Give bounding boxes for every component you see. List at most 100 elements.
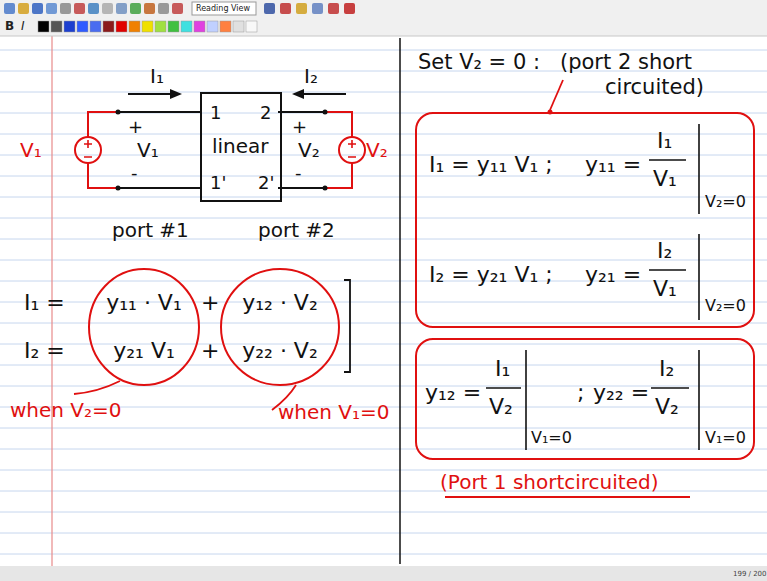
italic-button: I xyxy=(21,19,25,33)
fraction-bar xyxy=(649,159,686,161)
ruled-line xyxy=(0,428,767,429)
toolbar-icon xyxy=(4,3,15,14)
condition-note: (Port 1 shortcircuited) xyxy=(440,470,659,494)
result-box: y₁₂ =I₁V₂V₁=0;y₂₂ =I₂V₂V₁=0 xyxy=(415,338,755,460)
color-swatch xyxy=(194,21,205,32)
toolbar-icon xyxy=(312,3,323,14)
port-label: port #2 xyxy=(258,218,335,242)
toolbar-icon xyxy=(296,3,307,14)
toolbar-icon xyxy=(102,3,113,14)
formula-text: V₁ xyxy=(653,166,677,192)
ruled-line xyxy=(0,365,767,366)
polarity-marks xyxy=(84,140,92,157)
arrow-head xyxy=(292,89,304,99)
formula-text: V₂ xyxy=(489,394,513,420)
ruled-lines xyxy=(0,50,767,554)
color-swatch xyxy=(142,21,153,32)
terminal-label: 1 xyxy=(210,102,221,124)
color-swatch xyxy=(64,21,75,32)
ruled-line xyxy=(0,323,767,324)
status-bar xyxy=(0,566,767,581)
formula-text: V₂=0 xyxy=(705,192,746,211)
result-box: I₁ = y₁₁ V₁ ; y₁₁ = I₁ V₁ V₂=0 I₂ = y₂₁ V₁ ; y… xyxy=(415,112,755,328)
evaluation-bar xyxy=(698,234,700,320)
terminal-label: linear xyxy=(212,134,269,158)
toolbar-icon xyxy=(88,3,99,14)
fraction-bar xyxy=(486,387,521,389)
formula-text: ; xyxy=(577,380,584,406)
polarity-sign: + xyxy=(128,116,143,138)
equation-term: y₂₂ · V₂ xyxy=(242,338,318,364)
current-label: I₂ xyxy=(304,64,318,88)
port-label: port #1 xyxy=(112,218,189,242)
current-arrow xyxy=(128,93,172,95)
voltage-source-symbol xyxy=(339,137,365,163)
condition-note: when V₂=0 xyxy=(10,398,122,422)
term-group-ellipse: y₁₁ · V₁y₂₁ V₁ xyxy=(88,268,200,386)
formula-text: I₂ xyxy=(659,356,674,382)
color-swatch xyxy=(233,21,244,32)
color-swatch xyxy=(220,21,231,32)
formula-text: y₂₁ = xyxy=(585,262,641,288)
equation-term: y₁₁ · V₁ xyxy=(106,290,182,316)
port-wire xyxy=(118,112,200,188)
ruled-line xyxy=(0,386,767,387)
color-swatch xyxy=(38,21,49,32)
polarity-sign: - xyxy=(131,162,138,184)
toolbar-edge xyxy=(0,36,767,37)
toolbar-icon xyxy=(264,3,275,14)
ruled-line xyxy=(0,449,767,450)
formula-text: I₁ xyxy=(495,356,510,382)
polarity-marks xyxy=(348,140,356,157)
ruled-line xyxy=(0,197,767,198)
evaluation-bar xyxy=(698,124,700,214)
formula-text: y₂₂ = xyxy=(593,380,649,406)
formula-text: V₁ xyxy=(653,276,677,302)
port-wire xyxy=(278,112,325,188)
page-number: 199 / 200 xyxy=(733,570,767,578)
formula-text: V₁=0 xyxy=(705,428,746,447)
terminal-dot xyxy=(116,110,121,115)
equation-term: y₁₂ · V₂ xyxy=(242,290,318,316)
color-swatch xyxy=(181,21,192,32)
polarity-sign: + xyxy=(292,116,307,138)
toolbar-icon xyxy=(74,3,85,14)
toolbar-icon xyxy=(18,3,29,14)
equation-term: I₁ = xyxy=(24,290,65,316)
toolbar-icon xyxy=(280,3,291,14)
formula-text: I₁ = y₁₁ V₁ ; xyxy=(429,152,553,178)
ellipse-outline xyxy=(88,268,200,386)
ruled-line xyxy=(0,533,767,534)
current-arrow xyxy=(302,93,346,95)
toolbar xyxy=(0,0,767,36)
formula-text: I₁ xyxy=(657,128,672,154)
ruled-line xyxy=(0,260,767,261)
formula-text: y₁₁ = xyxy=(585,152,641,178)
view-dropdown xyxy=(192,2,256,15)
evaluation-bar xyxy=(698,350,700,450)
port-voltage-label: V₁ xyxy=(137,138,159,162)
terminal-label: 2' xyxy=(258,172,274,194)
condition-note: when V₁=0 xyxy=(278,400,390,424)
divider-line xyxy=(399,38,401,564)
ruled-line xyxy=(0,281,767,282)
source-wire xyxy=(88,112,118,188)
polarity-sign: - xyxy=(295,162,302,184)
ruled-line xyxy=(0,176,767,177)
formula-text: V₁=0 xyxy=(531,428,572,447)
formula-text: I₂ = y₂₁ V₁ ; xyxy=(429,262,553,288)
toolbar-ground xyxy=(0,0,767,36)
term-group-ellipse: y₁₂ · V₂ y₂₂ · V₂ xyxy=(220,268,340,386)
ruled-line xyxy=(0,554,767,555)
formula-text: V₂ xyxy=(655,394,679,420)
color-swatch xyxy=(155,21,166,32)
color-swatch xyxy=(246,21,257,32)
terminal-label: 2 xyxy=(260,102,271,124)
voltage-source-symbol xyxy=(75,137,101,163)
formula-text: I₂ xyxy=(657,238,672,264)
color-swatch xyxy=(77,21,88,32)
evaluation-bar xyxy=(525,350,527,450)
